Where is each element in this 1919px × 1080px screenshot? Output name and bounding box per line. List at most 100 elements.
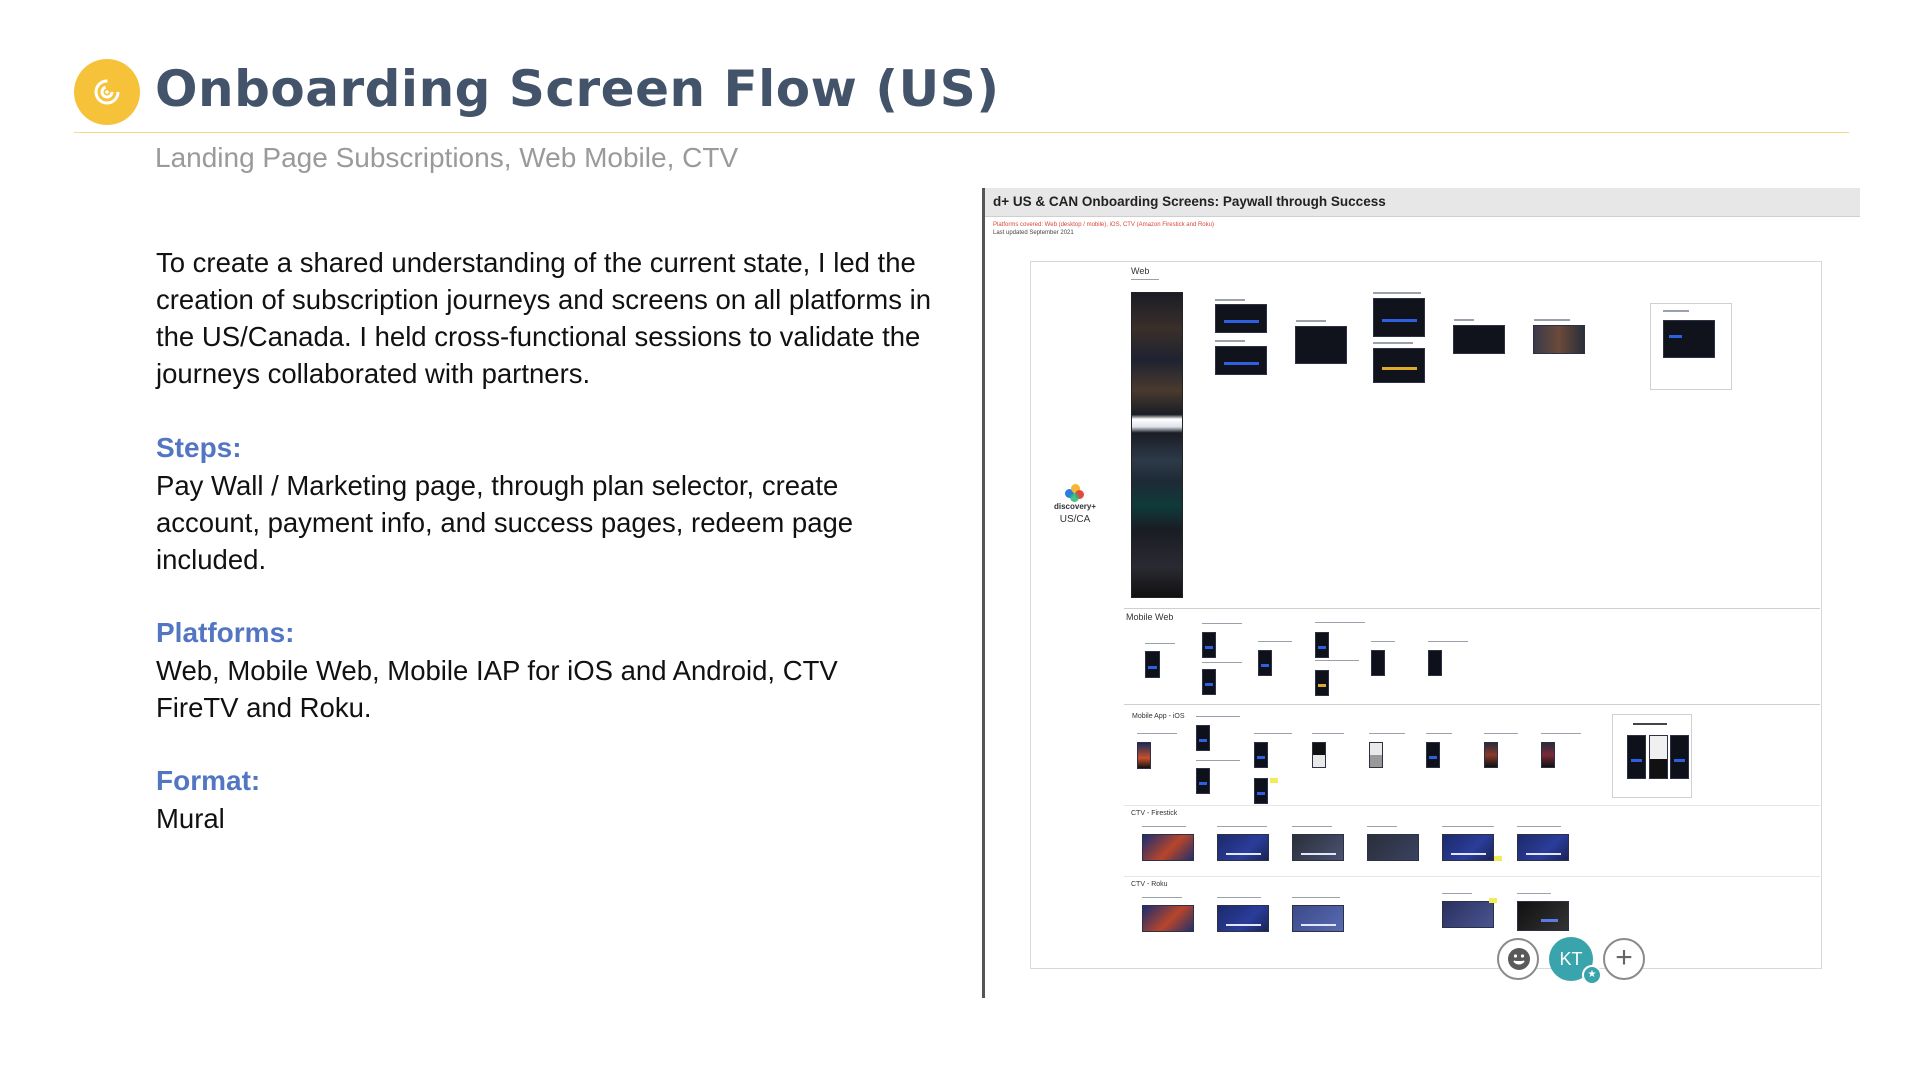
lane-divider: [1124, 704, 1820, 705]
web-payment-screen[interactable]: [1373, 298, 1425, 337]
roku-plan-screen[interactable]: [1217, 905, 1269, 932]
lane-label-web: Web: [1131, 266, 1150, 276]
ios-account-screen[interactable]: [1254, 742, 1268, 768]
lane-label-mobile-app-ios: Mobile App - iOS: [1132, 713, 1185, 720]
intro-paragraph: To create a shared understanding of the …: [156, 247, 931, 389]
roku-landing-screen[interactable]: [1142, 905, 1194, 932]
mobile-web-landing-screen[interactable]: [1145, 651, 1160, 678]
add-button[interactable]: +: [1603, 938, 1645, 980]
firestick-success-screen[interactable]: [1517, 834, 1569, 861]
screen-caption: [1517, 826, 1561, 827]
lane-label-mobile-web: Mobile Web: [1126, 612, 1174, 622]
web-home-screen[interactable]: [1533, 325, 1585, 354]
title-divider: [74, 132, 1849, 133]
sticky-note: [1489, 898, 1497, 903]
logo-badge: [74, 59, 140, 125]
iap-screen-1[interactable]: [1627, 735, 1646, 779]
sticky-note: [1270, 778, 1278, 783]
firestick-payment-screen[interactable]: [1367, 834, 1419, 861]
mobile-web-success-screen[interactable]: [1371, 650, 1385, 676]
page-title: Onboarding Screen Flow (US): [155, 60, 1000, 118]
lane-caption: [1131, 279, 1159, 280]
web-redeem-screen[interactable]: [1663, 320, 1715, 358]
ios-plan-alt-screen[interactable]: [1196, 768, 1210, 794]
ios-home-screen[interactable]: [1484, 742, 1498, 768]
screen-caption: [1196, 760, 1240, 761]
board-left-border: [982, 188, 985, 998]
screen-caption: [1454, 319, 1474, 321]
discovery-logo-icon: [1065, 484, 1085, 502]
lane-divider: [1124, 876, 1820, 877]
firestick-account-screen[interactable]: [1292, 834, 1344, 861]
lane-divider: [1124, 608, 1820, 609]
screen-caption: [1663, 310, 1689, 312]
ios-home-alt-screen[interactable]: [1541, 742, 1555, 768]
web-plan-screen[interactable]: [1215, 304, 1267, 333]
screen-caption: [1292, 897, 1340, 898]
screen-caption: [1373, 342, 1413, 344]
mobile-web-plan-screen[interactable]: [1202, 632, 1216, 658]
firestick-confirm-screen[interactable]: [1442, 834, 1494, 861]
lane-label-ctv-roku: CTV - Roku: [1131, 881, 1168, 888]
web-plan-alt-screen[interactable]: [1215, 346, 1267, 375]
reaction-button[interactable]: [1497, 938, 1539, 980]
ios-account-alt-screen[interactable]: [1254, 778, 1268, 804]
screen-caption: [1312, 733, 1344, 734]
ios-landing-screen[interactable]: [1137, 742, 1151, 769]
screen-caption: [1371, 641, 1395, 642]
screen-caption: [1517, 893, 1551, 894]
screen-caption: [1428, 641, 1468, 642]
screen-caption: [1215, 340, 1245, 342]
screen-caption: [1145, 643, 1175, 644]
ios-confirm-screen[interactable]: [1369, 742, 1383, 768]
screen-caption: [1484, 733, 1518, 734]
mobile-web-payment-alt-screen[interactable]: [1315, 670, 1329, 696]
ios-success-screen[interactable]: [1426, 742, 1440, 768]
screen-caption: [1442, 893, 1472, 894]
screen-caption: [1426, 733, 1452, 734]
screen-caption: [1137, 733, 1177, 734]
screen-caption: [1217, 897, 1261, 898]
roku-success-screen[interactable]: [1517, 901, 1569, 931]
format-text: Mural: [156, 803, 225, 834]
web-landing-page-screen[interactable]: [1131, 292, 1183, 598]
screen-caption: [1292, 826, 1332, 827]
mobile-web-account-screen[interactable]: [1258, 650, 1272, 676]
screen-caption: [1196, 716, 1240, 717]
brand-region: US/CA: [1059, 514, 1091, 525]
mobile-web-home-screen[interactable]: [1428, 650, 1442, 676]
platforms-heading: Platforms:: [156, 617, 295, 648]
screen-caption: [1202, 623, 1242, 624]
mobile-web-plan-alt-screen[interactable]: [1202, 669, 1216, 695]
ios-apple-pay-screen[interactable]: [1312, 742, 1326, 768]
emoji-icon: [1508, 948, 1530, 970]
screen-caption: [1534, 319, 1570, 321]
screen-caption: [1315, 660, 1359, 661]
screen-caption: [1367, 826, 1397, 827]
screen-caption: [1142, 826, 1186, 827]
firestick-plan-screen[interactable]: [1217, 834, 1269, 861]
web-payment-alt-screen[interactable]: [1373, 348, 1425, 383]
iap-screen-3[interactable]: [1670, 735, 1689, 779]
page-subtitle: Landing Page Subscriptions, Web Mobile, …: [155, 142, 739, 173]
screen-caption: [1258, 641, 1292, 642]
screen-caption: [1142, 897, 1182, 898]
steps-text: Pay Wall / Marketing page, through plan …: [156, 470, 854, 575]
screen-caption: [1254, 733, 1292, 734]
screen-caption: [1217, 826, 1267, 827]
mobile-web-payment-screen[interactable]: [1315, 632, 1329, 658]
firestick-landing-screen[interactable]: [1142, 834, 1194, 861]
brand-name: discovery+: [1053, 502, 1097, 511]
screen-caption: [1541, 733, 1581, 734]
plus-icon: +: [1615, 941, 1633, 974]
screen-caption: [1442, 826, 1494, 827]
roku-confirm-screen[interactable]: [1442, 901, 1494, 928]
roku-account-screen[interactable]: [1292, 905, 1344, 932]
screen-caption: [1373, 292, 1421, 294]
ios-plan-screen[interactable]: [1196, 725, 1210, 751]
web-create-account-screen[interactable]: [1295, 326, 1347, 364]
web-success-screen[interactable]: [1453, 325, 1505, 354]
steps-heading: Steps:: [156, 432, 242, 463]
brand-block: discovery+ US/CA: [1052, 484, 1098, 525]
iap-screen-2[interactable]: [1649, 735, 1668, 779]
